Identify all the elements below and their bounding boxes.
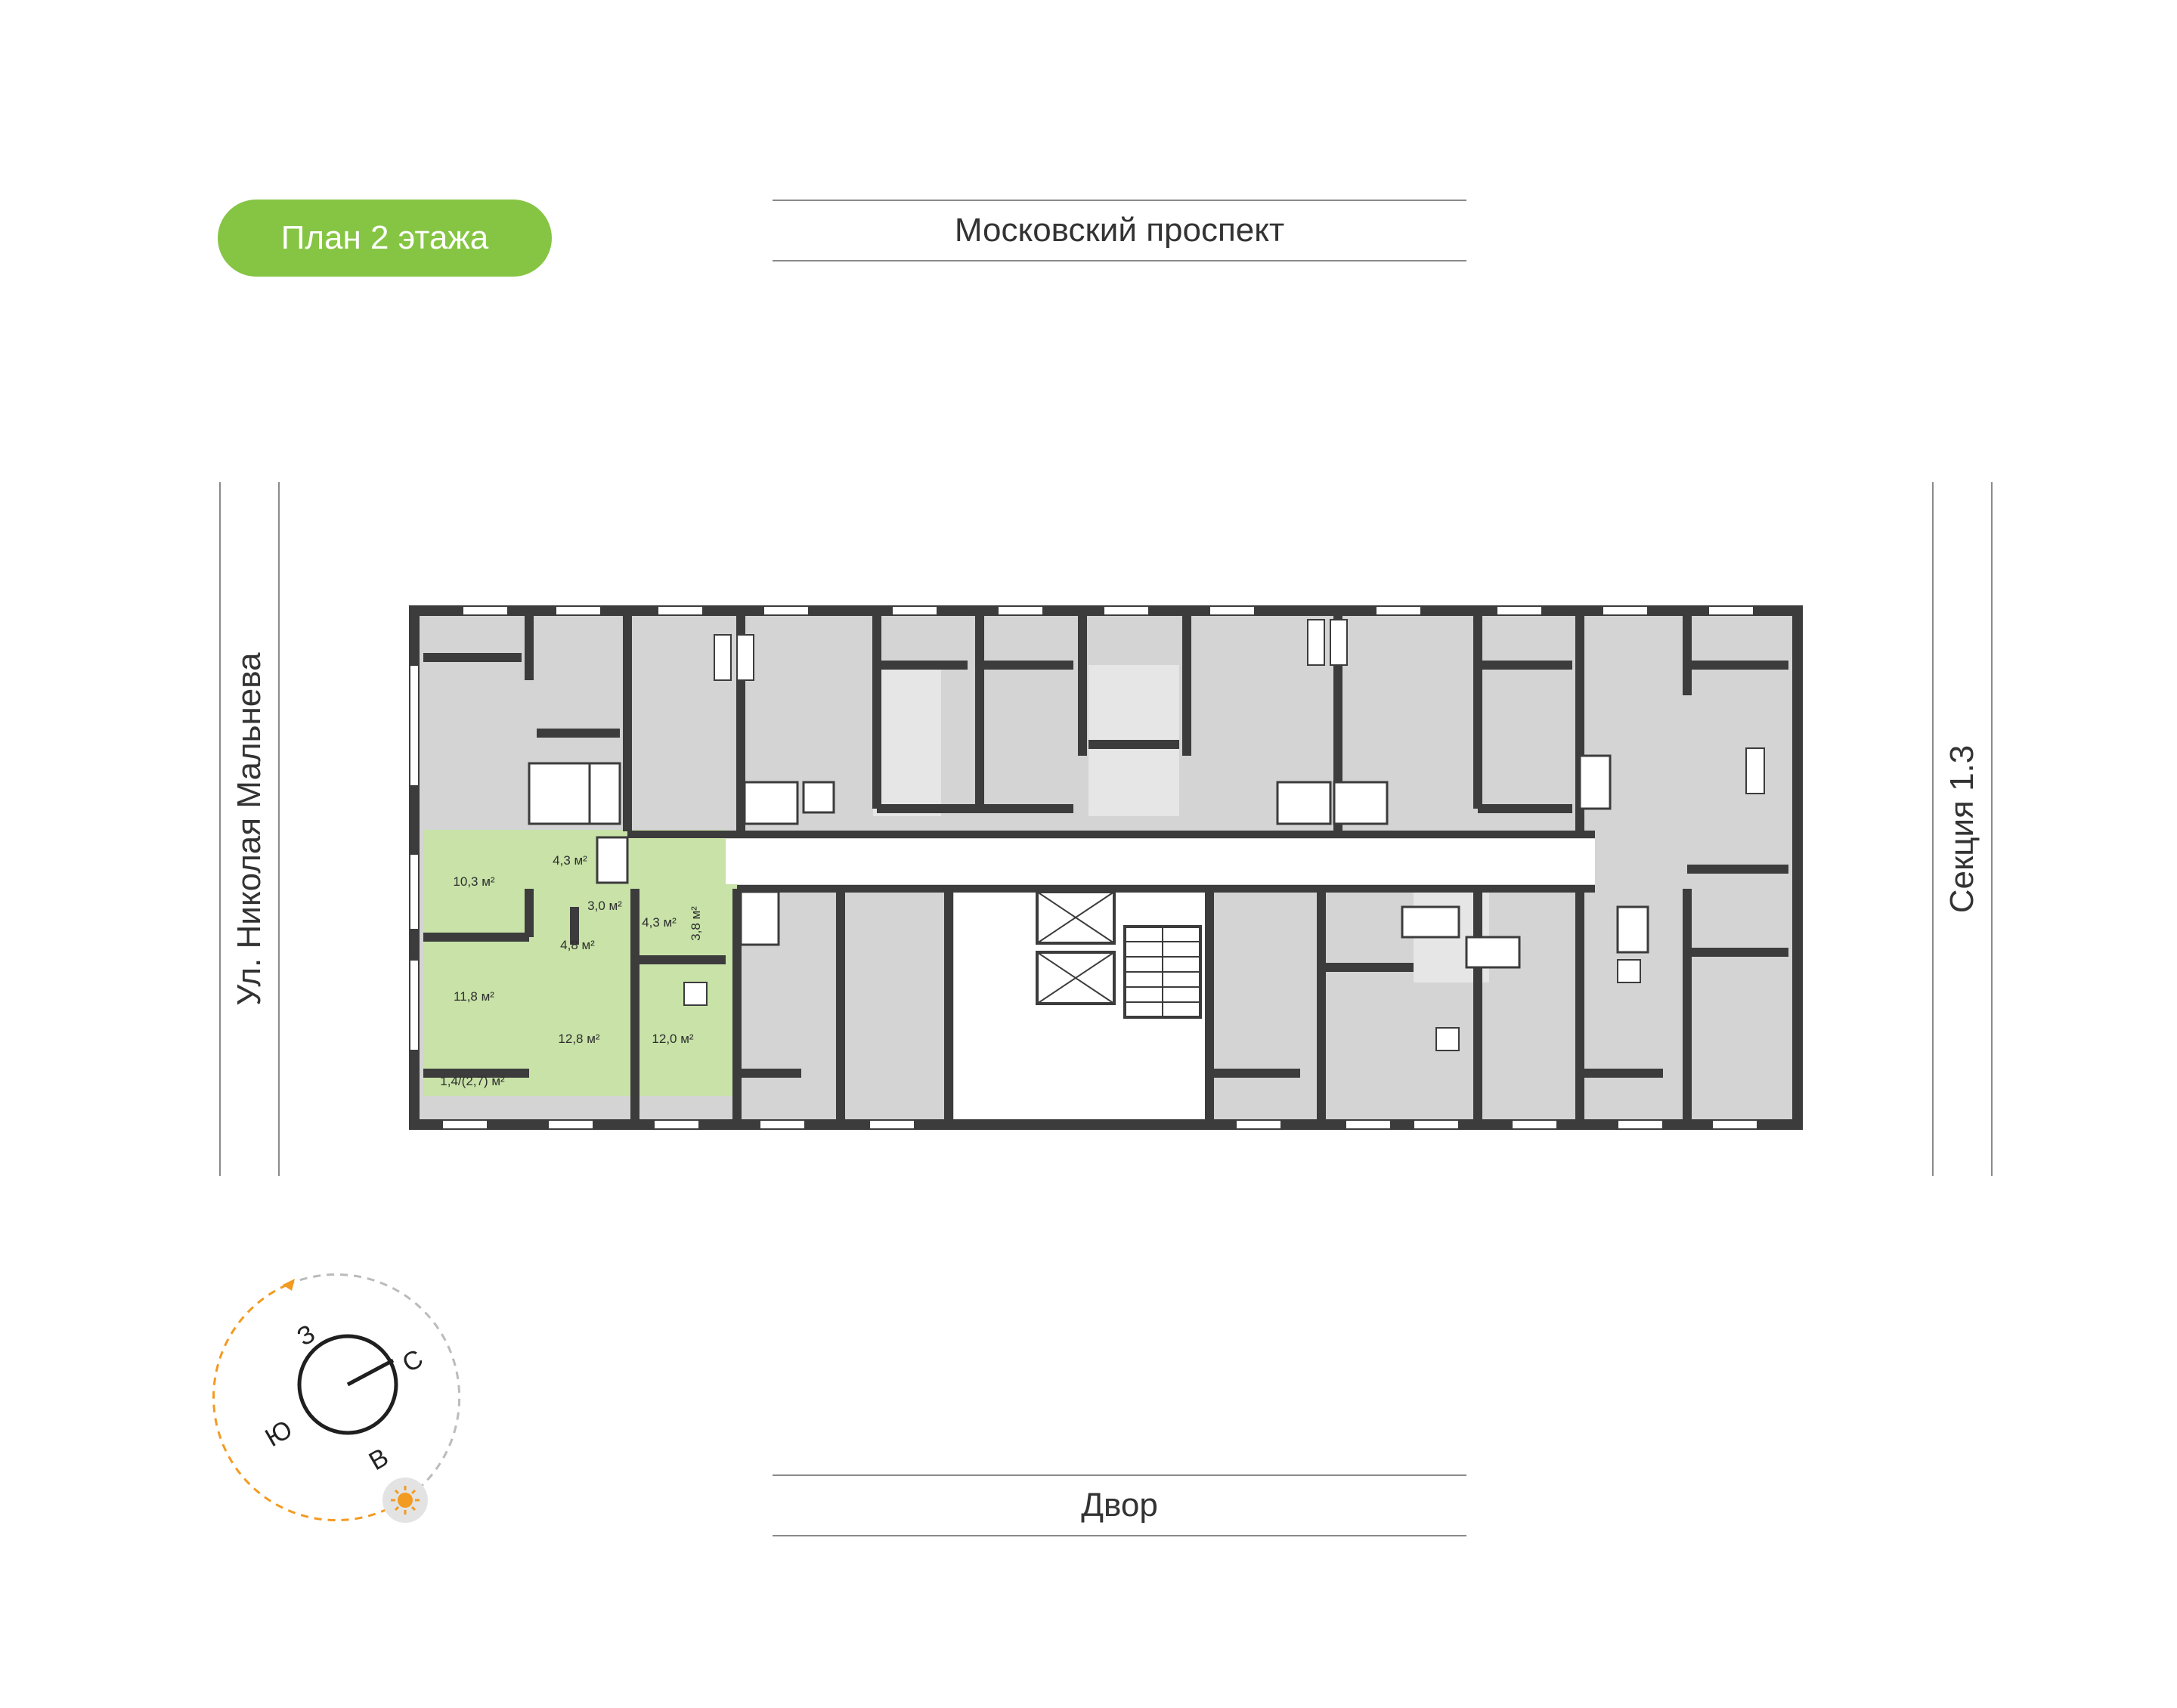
room-labels: 10,3 м² 4,3 м² 3,0 м² 4,3 м² 3,8 м² 4,8 …	[440, 853, 703, 1088]
compass	[212, 1273, 461, 1523]
room-area-label: 10,3 м²	[453, 874, 494, 889]
windows	[409, 605, 1758, 1130]
street-north: Московский проспект	[773, 200, 1466, 261]
bathroom-fixtures	[528, 754, 1649, 969]
room-area-label: 11,8 м²	[454, 989, 494, 1004]
street-west: Ул. Николая Мальнева	[219, 482, 280, 1176]
kitchen-stoves	[683, 619, 1765, 1051]
compass-needle	[346, 1358, 395, 1387]
staircase	[1123, 925, 1202, 1019]
room-area-label: 3,8 м²	[689, 906, 703, 941]
street-south: Двор	[773, 1474, 1466, 1536]
room-area-label: 4,3 м²	[642, 915, 677, 930]
room-area-label: 4,8 м²	[560, 938, 595, 952]
interior-walls-south	[423, 865, 1788, 1125]
room-area-label: 12,0 м²	[652, 1032, 693, 1046]
floor-plan-badge: План 2 этажа	[218, 200, 552, 277]
room-area-label: 1,4/(2,7) м²	[440, 1074, 505, 1088]
lift-2	[1036, 951, 1116, 1005]
street-east: Секция 1.3	[1932, 482, 1993, 1176]
room-area-label: 4,3 м²	[553, 853, 587, 868]
corridor	[620, 839, 1595, 884]
room-area-label: 3,0 м²	[587, 899, 622, 913]
room-area-label: 12,8 м²	[558, 1032, 599, 1046]
